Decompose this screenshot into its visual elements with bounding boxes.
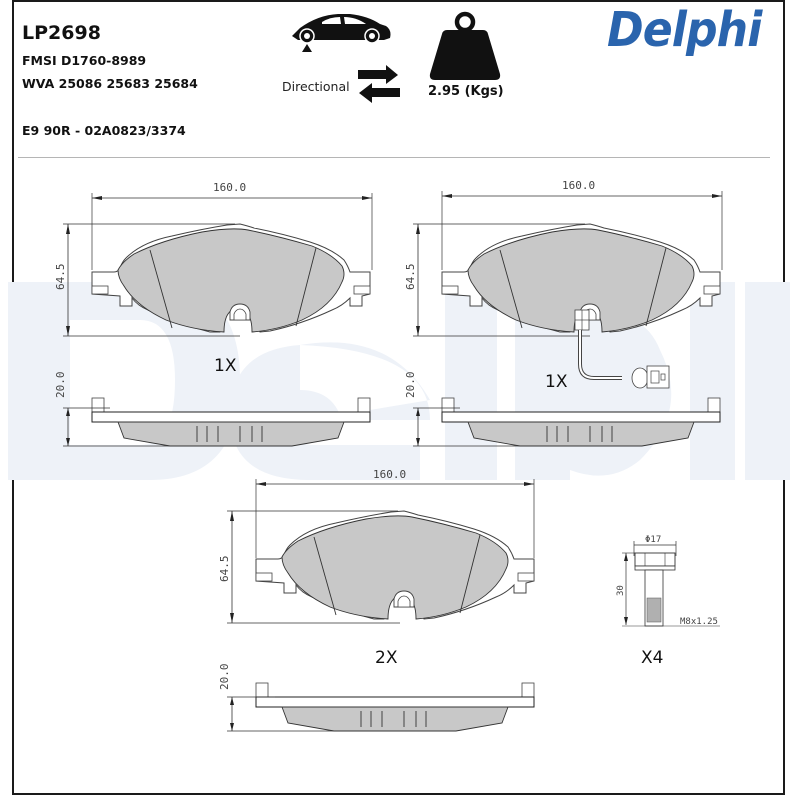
pad-1-diagram (63, 193, 373, 447)
weight-icon (429, 11, 501, 80)
bolt-thread-dim: M8x1.25 (680, 617, 718, 627)
wva-codes: WVA 25086 25683 25684 (22, 76, 198, 91)
pad-1-thickness-dim: 20.0 (54, 372, 67, 399)
pad-3-width-dim: 160.0 (373, 468, 406, 481)
pad-1-width-dim: 160.0 (213, 181, 246, 194)
pad-3-thickness-dim: 20.0 (218, 664, 231, 691)
weight-label: 2.95 (Kgs) (428, 84, 504, 99)
bolt-diagram (622, 541, 720, 627)
car-front-axle-icon (292, 14, 391, 52)
pad-3-height-dim: 64.5 (218, 556, 231, 583)
fmsi-code: FMSI D1760-8989 (22, 53, 147, 68)
pad-3-diagram (227, 479, 535, 732)
pad-2-quantity: 1X (545, 372, 568, 392)
bolt-length-dim: 30 (616, 585, 626, 596)
pad-3-quantity: 2X (375, 648, 398, 668)
pad-2-height-dim: 64.5 (404, 264, 417, 291)
bolt-head-dim: Φ17 (645, 535, 661, 545)
wear-sensor-icon (574, 309, 670, 389)
approval-code: E9 90R - 02A0823/3374 (22, 123, 186, 138)
pad-2-width-dim: 160.0 (562, 179, 595, 192)
pad-2-diagram (413, 191, 723, 447)
directional-label: Directional (282, 79, 350, 94)
directional-arrows-icon (358, 65, 400, 103)
brand-logo: Delphi (607, 2, 762, 58)
header-icons (292, 11, 501, 103)
bolt-quantity: X4 (641, 648, 664, 668)
pad-1-height-dim: 64.5 (54, 264, 67, 291)
pad-1-quantity: 1X (214, 356, 237, 376)
part-number: LP2698 (22, 22, 101, 44)
header-divider (18, 157, 770, 158)
pad-2-thickness-dim: 20.0 (404, 372, 417, 399)
